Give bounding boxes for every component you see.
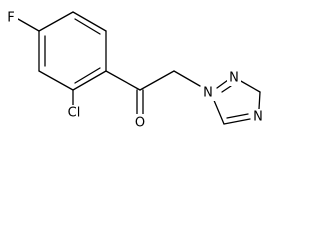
bond-ring-carbonyl — [105, 70, 141, 91]
benzene-ring — [38, 11, 107, 91]
fluorine-label: F — [7, 11, 14, 26]
bond-c5-n4-b — [226, 113, 249, 119]
nitrogen-4-label: N — [253, 110, 263, 125]
nitrogen-2-label: N — [229, 71, 239, 86]
atom-n1: N — [201, 85, 215, 101]
atom-f: F — [4, 10, 18, 26]
bond-n2-n1-a — [216, 79, 229, 89]
bond-c-f — [17, 18, 40, 32]
chlorine-label: Cl — [68, 106, 81, 121]
bond-c5-n4-a — [223, 118, 251, 125]
bond-n2-n1-b — [221, 85, 232, 93]
structure-canvas: F Cl O N N N — [4, 10, 265, 131]
bond-carbonyl-methylene — [139, 70, 175, 91]
nitrogen-1-label: N — [203, 86, 213, 101]
bond-methylene-n1 — [173, 70, 201, 87]
triazole-ring — [212, 79, 261, 125]
atom-o: O — [133, 114, 147, 131]
bond-c3-n2 — [238, 79, 261, 93]
atom-n2: N — [227, 70, 241, 86]
bond-ring-c3-c4 — [72, 70, 107, 91]
atom-cl: Cl — [63, 105, 85, 121]
bond-ring-c6-c1 — [38, 11, 74, 32]
bond-n4-c3 — [258, 91, 261, 110]
bond-ring-double-c3-c4 — [74, 67, 101, 84]
molecule-diagram: F Cl O N N N — [4, 10, 265, 131]
oxygen-label: O — [135, 116, 145, 131]
bond-ring-c4-c5 — [38, 70, 74, 91]
bond-ring-c1-c2 — [72, 11, 107, 32]
bond-ring-double-c1-c2 — [74, 18, 101, 35]
bond-n1-c5 — [212, 97, 225, 125]
atom-n4: N — [251, 109, 265, 125]
